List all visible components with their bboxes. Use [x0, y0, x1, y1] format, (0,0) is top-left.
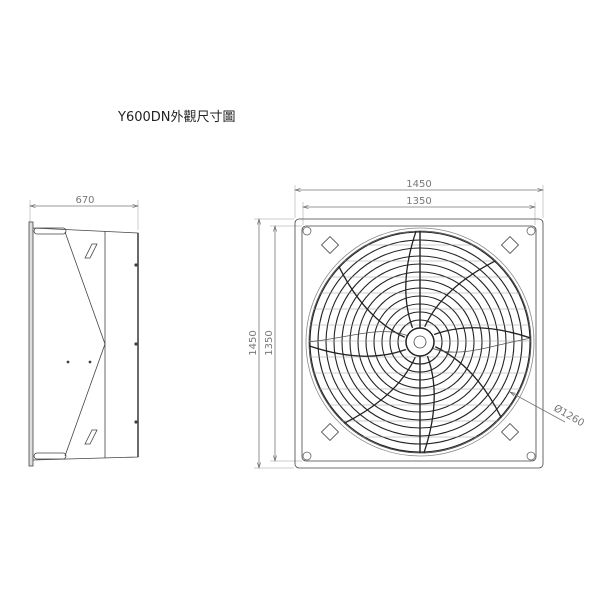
- side-flange: [28, 221, 34, 467]
- grille-spoke: [405, 230, 417, 329]
- corner-vent: [320, 422, 340, 442]
- outer-frame: [294, 218, 544, 469]
- corner-vent: [320, 235, 340, 255]
- fan-ring-outer: [305, 227, 535, 457]
- corner-vent: [500, 422, 520, 442]
- corner-rounding: [526, 451, 536, 461]
- side-vent-top: [84, 243, 98, 259]
- side-housing: [32, 227, 139, 461]
- inner-frame: [301, 225, 537, 462]
- inner-width-label: 1350: [406, 196, 431, 207]
- fan-hub: [405, 327, 435, 357]
- grille-spoke: [344, 357, 416, 424]
- fan-grille: [302, 226, 536, 461]
- outer-width-label: 1450: [406, 179, 431, 190]
- corner-rounding: [526, 226, 536, 236]
- depth-dimension-label: 670: [75, 195, 94, 206]
- grille-spoke: [424, 260, 496, 327]
- side-vent-bottom: [84, 429, 98, 445]
- grille-spoke: [423, 355, 435, 454]
- inner-height-label: 1350: [264, 330, 275, 355]
- corner-rounding: [302, 226, 312, 236]
- corner-rounding: [302, 451, 312, 461]
- side-view: [28, 200, 139, 467]
- outer-height-label: 1450: [248, 330, 259, 355]
- corner-vent: [500, 235, 520, 255]
- fan-shaft: [413, 335, 427, 349]
- diameter-label: Ø1260: [552, 402, 587, 429]
- front-view: [254, 185, 566, 469]
- diameter-leader: [510, 392, 566, 423]
- drawing-title: Y600DN外觀尺寸圖: [118, 110, 236, 125]
- grille-spoke: [433, 327, 532, 339]
- grille-spoke: [308, 345, 407, 357]
